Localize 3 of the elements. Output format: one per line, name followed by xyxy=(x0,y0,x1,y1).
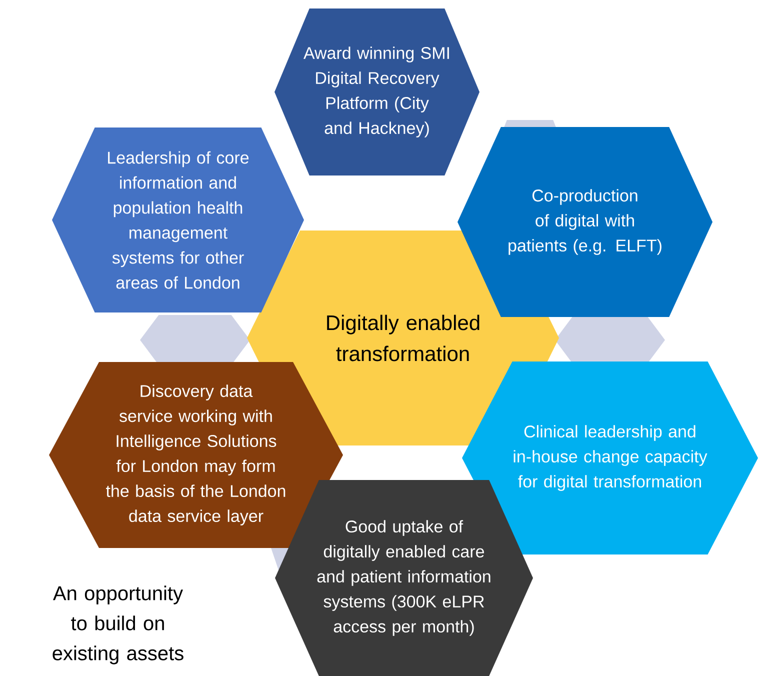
hexagon: Leadership of core information and population health management systems for other areas of London xyxy=(52,128,304,312)
note-text: An opportunity to build on existing assets xyxy=(52,586,184,664)
hexagon: Award winning SMI Digital Recovery Platform (City and Hackney) xyxy=(274,8,480,176)
